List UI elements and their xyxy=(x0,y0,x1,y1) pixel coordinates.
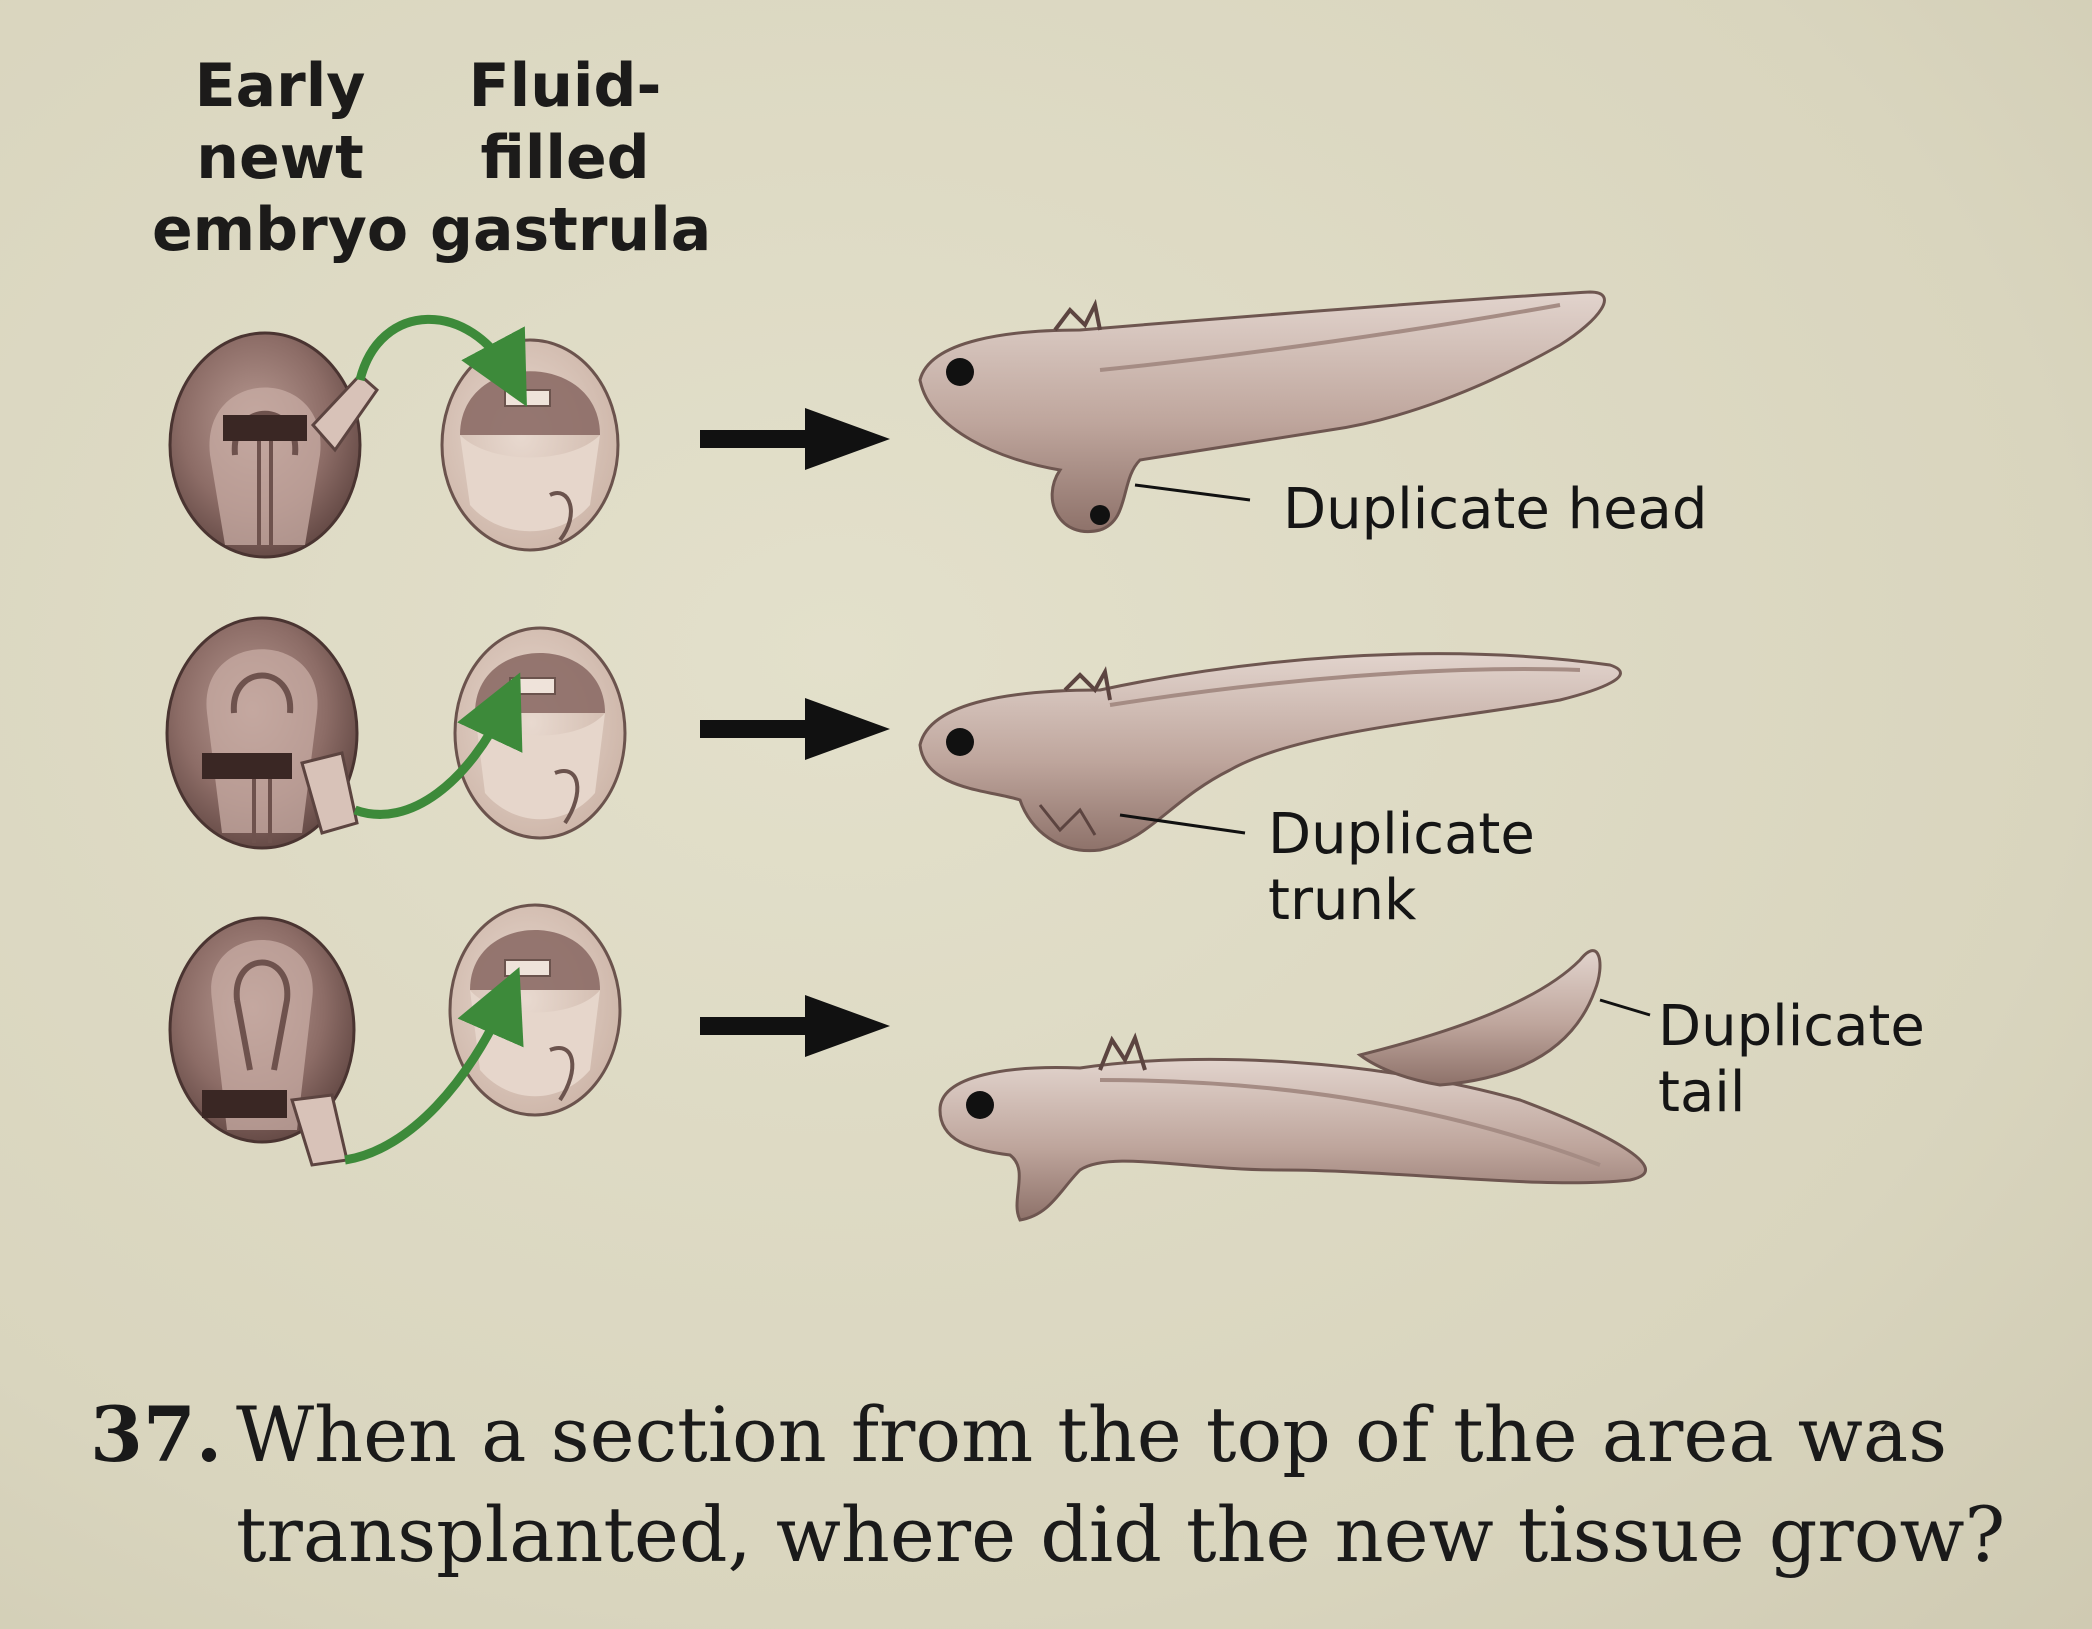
label-duplicate-tail-line-2: tail xyxy=(1658,1060,1746,1125)
question-text-line-1: When a section from the top of the area … xyxy=(236,1390,1948,1479)
newt-duplicate-tail xyxy=(938,949,1651,1222)
question-number: 37. xyxy=(90,1390,223,1479)
question-text-line-2: transplanted, where did the new tissue g… xyxy=(236,1490,2006,1579)
header-gastrula-line-1: Fluid- xyxy=(468,51,662,121)
header-early-newt-embryo: Early newt embryo xyxy=(150,50,410,266)
header-fluid-filled-gastrula: Fluid- filled gastrula xyxy=(430,50,712,266)
label-duplicate-tail-line-1: Duplicate xyxy=(1658,994,1925,1059)
right-arrow-icon xyxy=(700,698,890,760)
right-arrow-icon xyxy=(700,408,890,470)
row-1-early-embryo xyxy=(168,331,379,559)
row-1-gastrula xyxy=(440,338,620,552)
row-3-gastrula xyxy=(448,903,622,1117)
row-3-early-embryo xyxy=(168,916,356,1167)
header-embryo-line-2: newt xyxy=(196,123,364,193)
header-gastrula-line-2: filled xyxy=(480,123,650,193)
transplant-arrow-icon xyxy=(344,967,524,1165)
header-embryo-line-1: Early xyxy=(194,51,366,121)
label-duplicate-head: Duplicate head xyxy=(1283,477,1707,543)
pencil-mark-icon: ⌃ xyxy=(1872,1415,1906,1461)
newt-duplicate-trunk xyxy=(918,652,1622,853)
label-duplicate-tail: Duplicate tail xyxy=(1658,994,1925,1126)
label-duplicate-head-line-1: Duplicate head xyxy=(1283,477,1708,542)
label-duplicate-trunk: Duplicate trunk xyxy=(1268,802,1535,934)
newt-duplicate-head xyxy=(918,290,1606,533)
header-gastrula-line-3: gastrula xyxy=(430,195,712,265)
transplant-arrow-icon xyxy=(355,314,527,407)
transplant-arrow-icon xyxy=(353,672,523,819)
row-2-early-embryo xyxy=(165,616,359,850)
row-2-gastrula xyxy=(453,626,627,840)
label-duplicate-trunk-line-1: Duplicate xyxy=(1268,802,1535,867)
right-arrow-icon xyxy=(700,995,890,1057)
header-embryo-line-3: embryo xyxy=(151,195,409,265)
label-duplicate-trunk-line-2: trunk xyxy=(1268,868,1417,933)
